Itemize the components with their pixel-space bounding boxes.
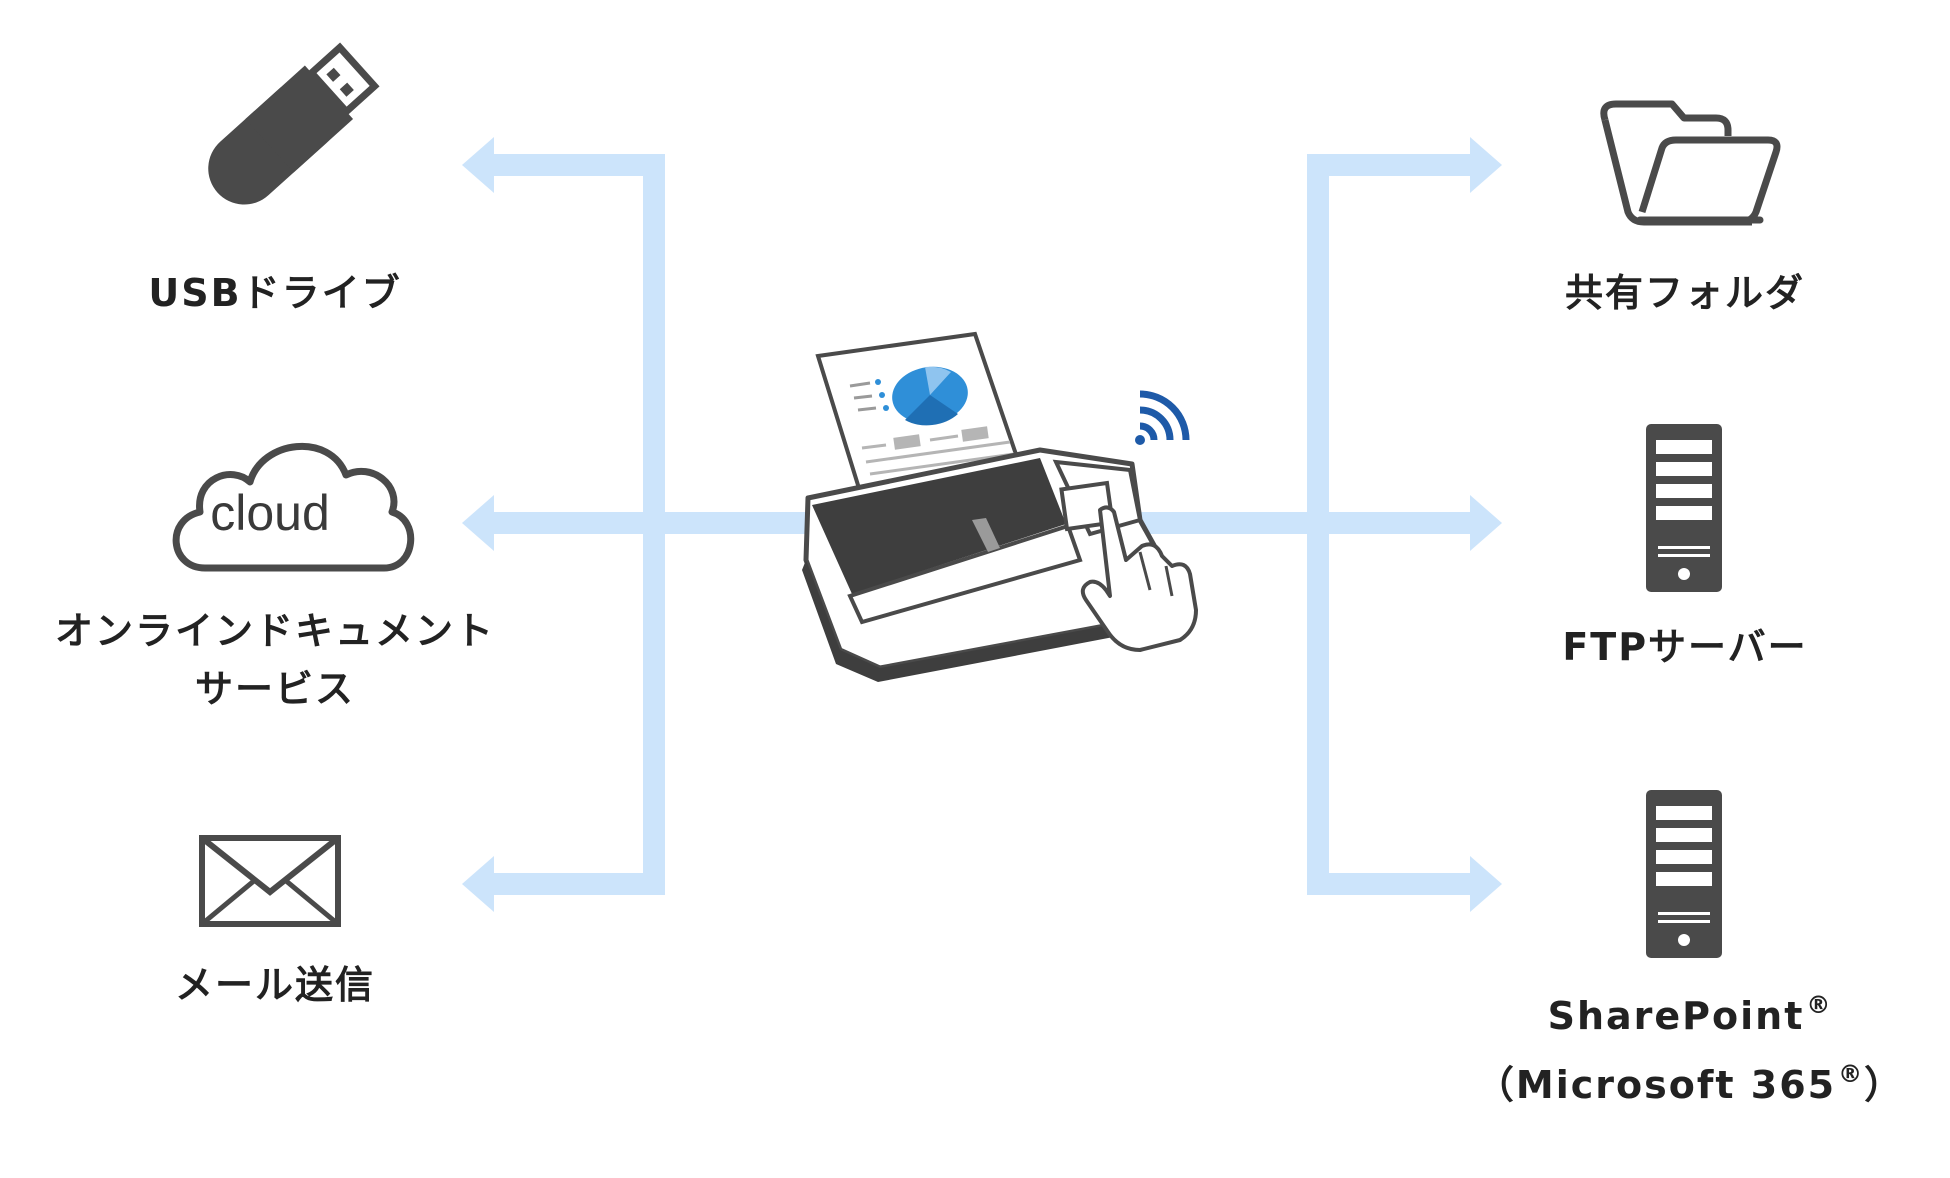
usb-drive-icon [208, 42, 380, 205]
sharepoint-text: SharePoint [1547, 994, 1805, 1038]
label-line: オンラインドキュメント [54, 609, 495, 653]
label-ftp-server: FTPサーバー [1500, 618, 1870, 676]
arrow-head-right [1470, 495, 1502, 551]
label-line: 共有フォルダ [1564, 271, 1805, 315]
open-paren: （ [1475, 1063, 1516, 1107]
cloud-icon-text: cloud [210, 485, 330, 541]
label-line: USBドライブ [148, 271, 402, 315]
label-line: （Microsoft 365®） [1460, 1045, 1920, 1114]
registered-mark: ® [1838, 1060, 1865, 1088]
arrow-head-right [1470, 856, 1502, 912]
arrow-head-left [462, 856, 494, 912]
server-icon [1646, 424, 1722, 592]
label-sharepoint: SharePoint® （Microsoft 365®） [1460, 976, 1920, 1114]
wifi-icon [1135, 390, 1190, 445]
label-line: メール送信 [174, 963, 375, 1007]
label-line: FTPサーバー [1562, 625, 1808, 669]
label-usb-drive: USBドライブ [90, 264, 460, 322]
arrow-head-left [462, 137, 494, 193]
scanned-document [815, 331, 1025, 501]
label-shared-folder: 共有フォルダ [1500, 264, 1870, 322]
label-line: SharePoint® [1460, 976, 1920, 1045]
label-online-document-service: オンラインドキュメント サービス [40, 602, 510, 718]
close-paren: ） [1864, 1063, 1905, 1107]
cloud-icon: cloud [172, 442, 415, 572]
label-email: メール送信 [90, 956, 460, 1014]
folder-icon [1600, 100, 1781, 226]
microsoft-365-text: Microsoft 365 [1515, 1063, 1837, 1107]
server-icon [1646, 790, 1722, 958]
registered-mark: ® [1806, 991, 1833, 1019]
arrow-head-right [1470, 137, 1502, 193]
scanner-icon [802, 331, 1198, 682]
label-line: サービス [194, 667, 355, 711]
envelope-icon [199, 835, 341, 927]
arrow-head-left [462, 495, 494, 551]
